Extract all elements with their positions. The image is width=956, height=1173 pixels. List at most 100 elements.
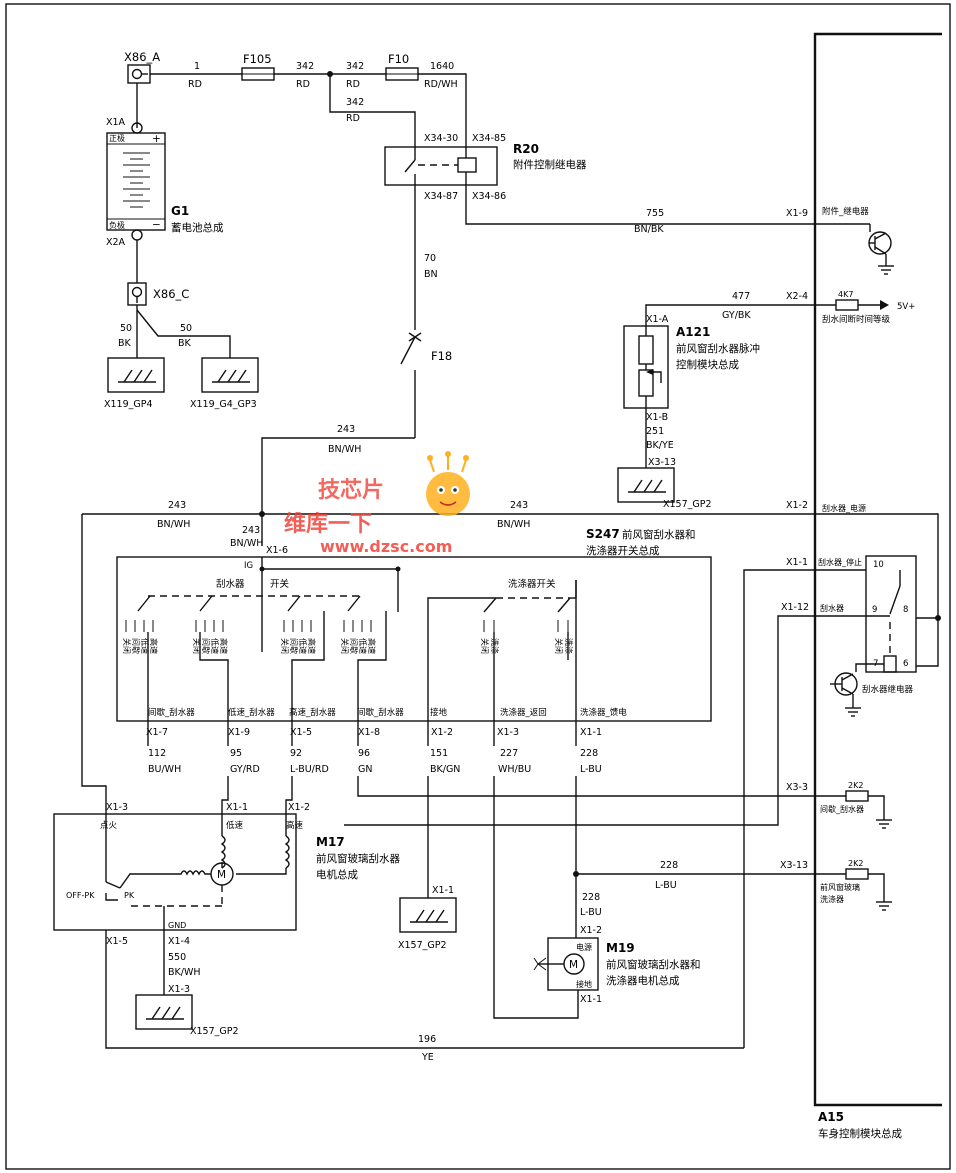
r20-pin-30: X34-30 xyxy=(424,133,458,144)
m19-name-1: 前风窗玻璃刮水器和 xyxy=(606,958,701,971)
ground-washer-label: X157_GP2 xyxy=(398,940,447,951)
fuse-f10-label: F10 xyxy=(388,52,409,66)
wire-228b-circuit: 228 xyxy=(660,860,678,871)
ground-m17-label: X157_GP2 xyxy=(190,1026,239,1037)
m17-id: M17 xyxy=(316,835,345,849)
wire-243b-color: BN/WH xyxy=(157,519,190,530)
wire-95-color: GY/RD xyxy=(230,764,260,775)
wire-550-color: BK/WH xyxy=(168,967,201,978)
a121-name-1: 前风窗刮水器脉冲 xyxy=(676,342,760,355)
svg-text:关闭: 关闭 xyxy=(554,638,564,654)
s247-out-1: 间歇_刮水器 xyxy=(148,707,195,718)
wire-50b-circuit: 50 xyxy=(180,323,192,334)
battery-pos-label: 正极 xyxy=(109,133,125,143)
svg-text:关闭: 关闭 xyxy=(192,638,202,654)
bcm-resistor-4k7 xyxy=(815,299,889,311)
m17-gnd: GND xyxy=(168,921,186,930)
wire-755-color: BN/BK xyxy=(634,224,664,235)
r20-pin-86: X34-86 xyxy=(472,191,506,202)
relay-pin-7: 7 xyxy=(873,659,878,669)
wire-251-color: BK/YE xyxy=(646,440,674,451)
wire-50a-color: BK xyxy=(118,338,132,349)
m19-pin-x1-2: X1-2 xyxy=(580,925,602,936)
m17-pin-x1-2: X1-2 xyxy=(288,802,310,813)
bcm-pin-x1-12: X1-12 xyxy=(781,602,809,613)
m17-ground-pin: X1-3 xyxy=(168,984,190,995)
svg-text:关闭: 关闭 xyxy=(122,638,132,654)
ground-washer-icon xyxy=(399,897,457,933)
svg-text:低速: 低速 xyxy=(358,638,368,654)
wire-227-circuit: 227 xyxy=(500,748,518,759)
s247-out-6: 洗涤器_返回 xyxy=(500,707,547,718)
ground-m17-icon xyxy=(135,994,193,1030)
battery-neg-label: 负极 xyxy=(109,220,125,230)
bcm-resistor-2k2-b xyxy=(815,868,892,911)
wire-228b-color: L-BU xyxy=(655,880,677,891)
battery-plus: + xyxy=(152,133,161,145)
svg-text:高速: 高速 xyxy=(219,638,229,654)
m17-low: 低速 xyxy=(226,820,244,831)
bcm-pin-x3-3: X3-3 xyxy=(786,782,808,793)
svg-text:洗涤: 洗涤 xyxy=(490,638,500,654)
a121-name-2: 控制模块总成 xyxy=(676,358,739,371)
fuse-f105-label: F105 xyxy=(243,52,272,66)
s247-pin-x1-2: X1-2 xyxy=(431,727,453,738)
m19-name-2: 洗涤器电机总成 xyxy=(606,974,680,987)
relay-r20 xyxy=(384,146,498,186)
s247-pin-x1-7: X1-7 xyxy=(146,727,168,738)
bcm-id: A15 xyxy=(818,1110,844,1124)
watermark-logo xyxy=(426,451,470,516)
a121-id: A121 xyxy=(676,325,710,339)
svg-text:间歇: 间歇 xyxy=(349,638,359,654)
s247-name-2: 洗涤器开关总成 xyxy=(586,544,660,557)
s247-name-1: 前风窗刮水器和 xyxy=(622,528,696,541)
svg-text:间歇: 间歇 xyxy=(289,638,299,654)
wire-1-circuit: 1 xyxy=(194,61,200,72)
wire-342a-circuit: 342 xyxy=(296,61,314,72)
relay-pin-8: 8 xyxy=(903,605,908,615)
wire-243d-color: BN/WH xyxy=(497,519,530,530)
ground-gp3-icon xyxy=(201,345,259,393)
relay-pin-6: 6 xyxy=(903,659,908,669)
watermark-url: www.dzsc.com xyxy=(320,537,452,556)
battery-x1a: X1A xyxy=(106,117,126,128)
wire-243a-circuit: 243 xyxy=(337,424,355,435)
m17-off-pk: OFF-PK xyxy=(66,891,95,900)
wire-243b-circuit: 243 xyxy=(168,500,186,511)
wire-228c-color: L-BU xyxy=(580,907,602,918)
ground-gp4-icon xyxy=(107,345,165,393)
svg-text:高速: 高速 xyxy=(149,638,159,654)
motor-m19 xyxy=(533,937,599,991)
wire-342b-circuit: 342 xyxy=(346,61,364,72)
wire-151-circuit: 151 xyxy=(430,748,448,759)
wire-477-color: GY/BK xyxy=(722,310,751,321)
s247-id: S247 xyxy=(586,527,620,541)
svg-text:间歇: 间歇 xyxy=(201,638,211,654)
m17-ignition: 点火 xyxy=(100,821,118,831)
m19-power: 电源 xyxy=(576,942,592,952)
s247-out-3: 高速_刮水器 xyxy=(289,707,336,718)
bcm-washer-label: 洗涤器 xyxy=(820,894,844,904)
bcm-intermittent-label: 间歇_刮水器 xyxy=(820,804,864,814)
bcm-2k2-b-label: 2K2 xyxy=(848,859,863,868)
wire-151-color: BK/GN xyxy=(430,764,460,775)
x86c-label: X86_C xyxy=(153,287,189,301)
page-border xyxy=(5,3,951,1170)
s247-switch-label: 开关 xyxy=(270,578,290,590)
fuse-f18-label: F18 xyxy=(431,349,452,363)
wire-342a-color: RD xyxy=(296,79,310,90)
a121-module xyxy=(623,325,669,409)
m17-pk: PK xyxy=(124,891,135,900)
s247-pin-x1-3: X1-3 xyxy=(497,727,519,738)
r20-pin-85: X34-85 xyxy=(472,133,506,144)
relay-pin-10: 10 xyxy=(873,560,884,570)
bcm-4k7-label: 4K7 xyxy=(838,290,853,299)
wire-112-circuit: 112 xyxy=(148,748,166,759)
s247-pin-x1-9: X1-9 xyxy=(228,727,250,738)
m19-pin-x1-1: X1-1 xyxy=(580,994,602,1005)
relay-pin-9: 9 xyxy=(872,605,877,615)
wire-243a-color: BN/WH xyxy=(328,444,361,455)
wire-477-circuit: 477 xyxy=(732,291,750,302)
motor-m17 xyxy=(53,813,297,931)
m17-pin-x1-5: X1-5 xyxy=(106,936,128,947)
